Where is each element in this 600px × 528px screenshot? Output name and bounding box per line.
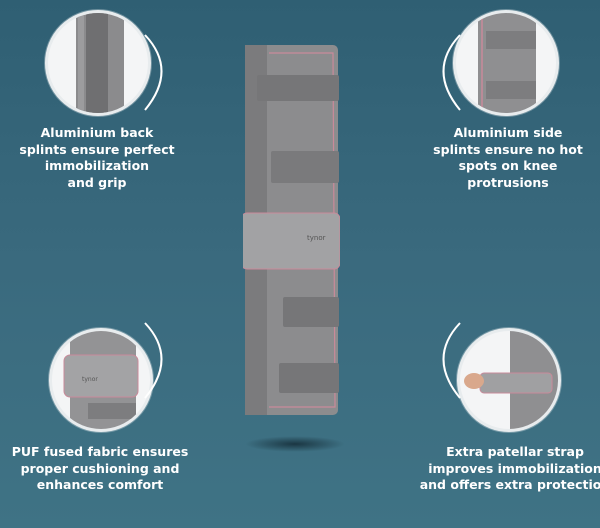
caption-line: Aluminium back — [40, 125, 154, 140]
product-shadow — [245, 436, 345, 452]
feature-caption-patellar-strap: Extra patellar strap improves immobiliza… — [420, 444, 600, 494]
brand-logo: tynor — [307, 234, 326, 242]
bracket-bottom-left-icon — [144, 322, 163, 399]
caption-line: spots on knee — [458, 158, 558, 173]
feature-image-patellar-strap — [457, 328, 561, 432]
feature-image-puf-fabric: tynor — [49, 328, 153, 432]
knee-brace-image: tynor — [243, 45, 340, 415]
caption-line: improves immobilization — [428, 460, 600, 476]
bracket-top-left-icon — [144, 34, 163, 111]
caption-line: protrusions — [467, 174, 549, 190]
feature-caption-side-splints: Aluminium side splints ensure no hot spo… — [433, 125, 583, 191]
bracket-top-right-icon — [442, 34, 461, 111]
caption-line: splints ensure no hot — [433, 141, 583, 157]
caption-line: Extra patellar strap — [446, 444, 584, 459]
caption-line: PUF fused fabric ensures — [11, 444, 189, 459]
bracket-bottom-right-icon — [442, 322, 461, 399]
caption-line: enhances comfort — [36, 477, 164, 492]
caption-line: splints ensure perfect — [19, 141, 175, 157]
caption-line: proper cushioning and — [20, 460, 180, 476]
feature-image-back-splints — [45, 10, 151, 116]
feature-caption-back-splints: Aluminium back splints ensure perfect im… — [19, 125, 174, 191]
caption-line: and grip — [67, 174, 127, 190]
feature-caption-puf-fabric: PUF fused fabric ensures proper cushioni… — [12, 444, 189, 494]
feature-image-side-splints — [453, 10, 559, 116]
caption-line: immobilization — [44, 158, 150, 173]
svg-text:tynor: tynor — [82, 376, 98, 383]
caption-line: and offers extra protection — [419, 477, 600, 492]
caption-line: Aluminium side — [453, 125, 563, 140]
